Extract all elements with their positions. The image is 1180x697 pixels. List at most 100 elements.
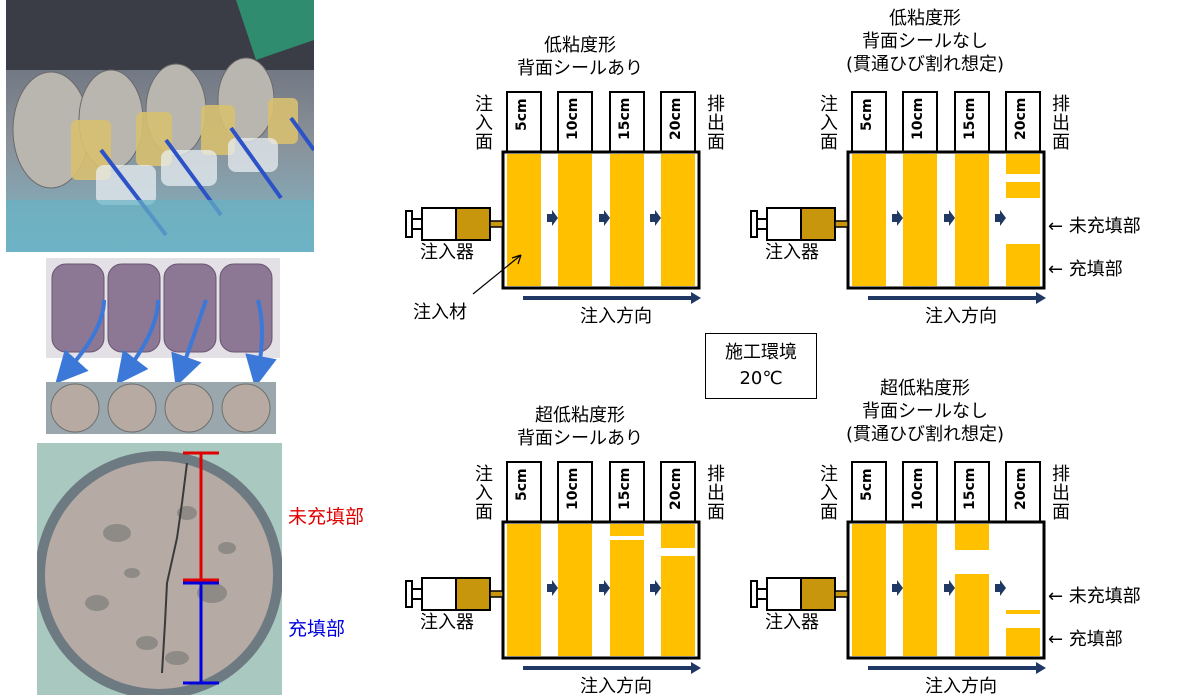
panel-title-line: 背面シールあり bbox=[517, 58, 643, 79]
fill-column-15cm bbox=[610, 524, 644, 656]
column-label: 5cm bbox=[514, 98, 530, 131]
column-label: 10cm bbox=[565, 468, 581, 511]
column-header-box bbox=[506, 461, 542, 523]
environment-title: 施工環境 bbox=[725, 342, 797, 363]
syringe-icon bbox=[750, 577, 849, 611]
column-header-box bbox=[609, 461, 645, 523]
panel-title-line: 背面シールなし bbox=[862, 401, 988, 422]
column-header-box bbox=[902, 91, 938, 153]
column-label: 20cm bbox=[668, 98, 684, 141]
column-label: 20cm bbox=[668, 468, 684, 511]
column-label: 10cm bbox=[910, 98, 926, 141]
injection-direction-label: 注入方向 bbox=[925, 306, 997, 327]
panel-title-line: 低粘度形 bbox=[544, 35, 616, 56]
flow-arrow-icon bbox=[650, 580, 661, 596]
flow-arrow-icon bbox=[547, 210, 558, 226]
column-header-box bbox=[851, 91, 887, 153]
flow-arrow-icon bbox=[995, 210, 1006, 226]
panel-title-line: 超低粘度形 bbox=[535, 405, 625, 426]
flow-arrow-icon bbox=[944, 210, 955, 226]
injector-label: 注入器 bbox=[420, 612, 474, 633]
column-header-box bbox=[902, 461, 938, 523]
column-label: 10cm bbox=[565, 98, 581, 141]
injection-direction-arrow-icon bbox=[868, 662, 1046, 674]
panel-diagram bbox=[750, 91, 1046, 304]
unfilled-photo-label: 未充填部 bbox=[288, 506, 365, 528]
inlet-face-label: 注入面 bbox=[817, 94, 838, 151]
material-pointer bbox=[472, 254, 522, 295]
column-header-box bbox=[954, 91, 990, 153]
panel-title-line: 低粘度形 bbox=[889, 8, 961, 29]
outlet-face-label: 排出面 bbox=[1049, 464, 1070, 521]
panel-diagram bbox=[405, 91, 701, 304]
column-label: 5cm bbox=[859, 98, 875, 131]
flow-arrow-icon bbox=[650, 210, 661, 226]
panel-diagram bbox=[405, 461, 701, 674]
injection-direction-arrow-icon bbox=[523, 662, 701, 674]
fill-column-10cm bbox=[903, 524, 937, 656]
flow-arrow-icon bbox=[892, 580, 903, 596]
column-label: 5cm bbox=[859, 468, 875, 501]
filled-photo-label: 充填部 bbox=[288, 618, 346, 640]
column-label: 15cm bbox=[617, 98, 633, 141]
fill-column-5cm bbox=[507, 154, 541, 286]
core-slices-photo bbox=[46, 258, 280, 358]
column-label: 20cm bbox=[1013, 98, 1029, 141]
fill-column-5cm bbox=[852, 154, 886, 286]
outlet-face-label: 排出面 bbox=[704, 94, 725, 151]
fill-column-10cm bbox=[558, 154, 592, 286]
column-label: 10cm bbox=[910, 468, 926, 511]
unfilled-band bbox=[1006, 614, 1040, 628]
outlet-face-label: 排出面 bbox=[704, 464, 725, 521]
unfilled-side-label: ← 未充填部 bbox=[1048, 586, 1141, 607]
injection-material-label: 注入材 bbox=[413, 302, 467, 323]
panel-title-line: 背面シールなし bbox=[862, 31, 988, 52]
injection-direction-label: 注入方向 bbox=[925, 676, 997, 697]
fill-column-20cm bbox=[661, 524, 695, 656]
syringe-icon bbox=[750, 207, 849, 241]
syringe-icon bbox=[405, 577, 504, 611]
flow-arrow-icon bbox=[892, 210, 903, 226]
unfilled-band bbox=[1006, 524, 1040, 610]
column-label: 20cm bbox=[1013, 468, 1029, 511]
flow-arrow-icon bbox=[599, 580, 610, 596]
unfilled-band bbox=[610, 536, 644, 540]
fill-column-15cm bbox=[610, 154, 644, 286]
unfilled-side-label: ← 未充填部 bbox=[1048, 216, 1141, 237]
unfilled-band bbox=[955, 550, 989, 574]
cross-section-closeup-photo bbox=[37, 443, 282, 695]
fill-column-5cm bbox=[507, 524, 541, 656]
fill-column-10cm bbox=[903, 154, 937, 286]
flow-arrow-icon bbox=[995, 580, 1006, 596]
flow-arrow-icon bbox=[944, 580, 955, 596]
panel-diagram bbox=[750, 461, 1046, 674]
filled-side-label: ← 充填部 bbox=[1048, 259, 1123, 280]
column-header-box bbox=[851, 461, 887, 523]
column-header-box bbox=[954, 461, 990, 523]
environment-temperature: 20℃ bbox=[739, 368, 783, 389]
inlet-face-label: 注入面 bbox=[817, 464, 838, 521]
column-header-box bbox=[506, 91, 542, 153]
column-header-box bbox=[557, 461, 593, 523]
inlet-face-label: 注入面 bbox=[472, 464, 493, 521]
injection-direction-label: 注入方向 bbox=[580, 676, 652, 697]
injector-label: 注入器 bbox=[765, 612, 819, 633]
fill-column-15cm bbox=[955, 154, 989, 286]
injection-direction-arrow-icon bbox=[523, 292, 701, 304]
column-label: 15cm bbox=[962, 468, 978, 511]
fill-column-20cm bbox=[661, 154, 695, 286]
slice-mapping-arrows bbox=[55, 299, 277, 382]
environment-box: 施工環境 20℃ bbox=[705, 333, 817, 399]
injection-direction-label: 注入方向 bbox=[580, 306, 652, 327]
injector-label: 注入器 bbox=[765, 242, 819, 263]
panel-tl: 低粘度形背面シールあり 5cm 10cm 15cm 20cm 注入面 排出面注入器注入方向… bbox=[400, 0, 840, 327]
outlet-face-label: 排出面 bbox=[1049, 94, 1070, 151]
column-header-box bbox=[609, 91, 645, 153]
inlet-face-label: 注入面 bbox=[472, 94, 493, 151]
unfilled-band bbox=[1006, 174, 1040, 182]
slice-cross-sections-photo bbox=[46, 382, 276, 434]
panel-title-line: (貫通ひび割れ想定) bbox=[845, 424, 1005, 445]
column-label: 5cm bbox=[514, 468, 530, 501]
column-label: 15cm bbox=[617, 468, 633, 511]
